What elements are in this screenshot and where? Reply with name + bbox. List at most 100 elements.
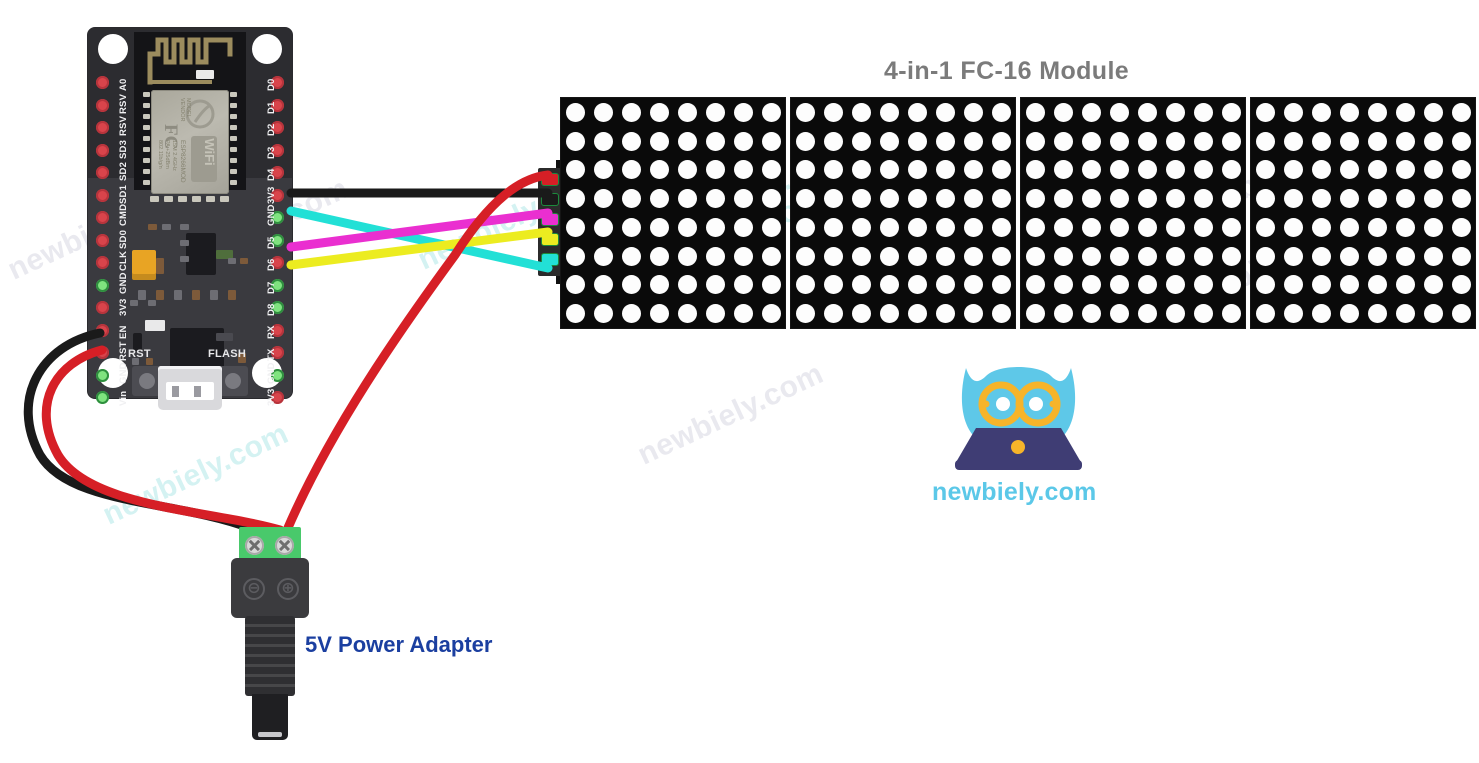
pin-pad-sd1-5[interactable]	[96, 189, 109, 202]
led-dot	[936, 132, 955, 151]
led-dot	[1284, 304, 1303, 323]
led-dot	[936, 218, 955, 237]
led-dot	[1312, 189, 1331, 208]
pin-pad-gnd-13[interactable]	[96, 369, 109, 382]
pin-label-sd0-7: SD0	[118, 229, 129, 248]
pin-label-d1-1: D1	[266, 101, 277, 114]
led-dot	[1312, 247, 1331, 266]
led-dot	[1082, 160, 1101, 179]
led-dot	[1424, 304, 1443, 323]
led-dot	[880, 218, 899, 237]
led-dot	[1166, 103, 1185, 122]
pin-label-gnd-6: GND	[266, 204, 277, 226]
terminal-screw-positive[interactable]	[275, 536, 294, 555]
led-dot	[1452, 160, 1471, 179]
led-dot	[566, 247, 585, 266]
smd-component	[228, 258, 236, 264]
smd-component	[156, 290, 164, 300]
pin-pad-rst-12[interactable]	[96, 346, 109, 359]
watermark-3: newbiely.com	[633, 357, 829, 473]
pin-pad-rsv-1[interactable]	[96, 99, 109, 112]
led-dot	[1256, 103, 1275, 122]
led-dot	[824, 189, 843, 208]
led-dot	[1166, 189, 1185, 208]
pin-pad-sd3-3[interactable]	[96, 144, 109, 157]
led-dot	[796, 132, 815, 151]
led-dot	[1026, 247, 1045, 266]
led-dot	[678, 189, 697, 208]
led-dot	[992, 275, 1011, 294]
pin-pad-3v3-10[interactable]	[96, 301, 109, 314]
svg-text:PA +25dBm: PA +25dBm	[164, 140, 170, 169]
led-dot	[880, 103, 899, 122]
pin-pad-sd0-7[interactable]	[96, 234, 109, 247]
led-dot	[796, 160, 815, 179]
flash-button[interactable]	[218, 366, 248, 396]
led-dot	[964, 218, 983, 237]
led-dot	[1222, 189, 1241, 208]
led-dot	[1256, 189, 1275, 208]
smd-component	[210, 290, 218, 300]
pin-pad-sd2-4[interactable]	[96, 166, 109, 179]
led-dot	[1054, 103, 1073, 122]
led-dot	[566, 275, 585, 294]
led-dot	[880, 247, 899, 266]
pin-pad-cmd-6[interactable]	[96, 211, 109, 224]
led-dot	[678, 304, 697, 323]
led-dot	[936, 103, 955, 122]
led-dot	[1368, 304, 1387, 323]
reset-button-label: RST	[128, 348, 151, 360]
pin-pad-en-11[interactable]	[96, 324, 109, 337]
led-matrix-module	[560, 97, 1479, 329]
led-dot	[824, 304, 843, 323]
led-dot	[1138, 218, 1157, 237]
led-dot	[762, 275, 781, 294]
led-dot	[908, 218, 927, 237]
led-dot	[678, 160, 697, 179]
led-dot	[1054, 189, 1073, 208]
pin-pad-clk-8[interactable]	[96, 256, 109, 269]
pin-pad-gnd-9[interactable]	[96, 279, 109, 292]
antenna-smd	[196, 70, 214, 79]
led-dot	[1138, 247, 1157, 266]
led-dot	[650, 304, 669, 323]
led-dot	[566, 304, 585, 323]
led-dot	[566, 189, 585, 208]
led-dot	[594, 189, 613, 208]
led-dot	[1110, 103, 1129, 122]
led-dot	[908, 132, 927, 151]
led-dot	[880, 160, 899, 179]
terminal-screw-negative[interactable]	[245, 536, 264, 555]
led-dot	[1368, 132, 1387, 151]
led-dot	[734, 132, 753, 151]
shield-castellation-pad	[220, 196, 229, 202]
led-dot	[936, 275, 955, 294]
led-dot	[706, 103, 725, 122]
pin-label-vin-14: Vin	[118, 391, 129, 406]
led-dot	[936, 160, 955, 179]
pin-pad-a0-0[interactable]	[96, 76, 109, 89]
led-dot	[824, 247, 843, 266]
led-dot	[622, 132, 641, 151]
pin-label-rx-11: RX	[266, 325, 277, 339]
power-adapter-label: 5V Power Adapter	[305, 632, 492, 658]
smd-component	[228, 290, 236, 300]
led-dot	[566, 160, 585, 179]
svg-text:ESP8266MOD: ESP8266MOD	[179, 140, 186, 183]
led-dot	[706, 132, 725, 151]
shield-castellation-pad	[143, 103, 150, 108]
led-dot	[936, 247, 955, 266]
pin-pad-vin-14[interactable]	[96, 391, 109, 404]
led-dot	[1340, 218, 1359, 237]
led-dot	[734, 160, 753, 179]
led-dot	[908, 304, 927, 323]
pin-pad-rsv-2[interactable]	[96, 121, 109, 134]
led-dot	[1452, 218, 1471, 237]
led-dot	[1082, 132, 1101, 151]
led-dot	[1222, 247, 1241, 266]
brand-text: newbiely.com	[932, 478, 1097, 507]
pin-label-cmd-6: CMD	[118, 204, 129, 226]
led-dot	[1138, 160, 1157, 179]
shield-castellation-pad	[143, 136, 150, 141]
shield-castellation-pad	[150, 196, 159, 202]
